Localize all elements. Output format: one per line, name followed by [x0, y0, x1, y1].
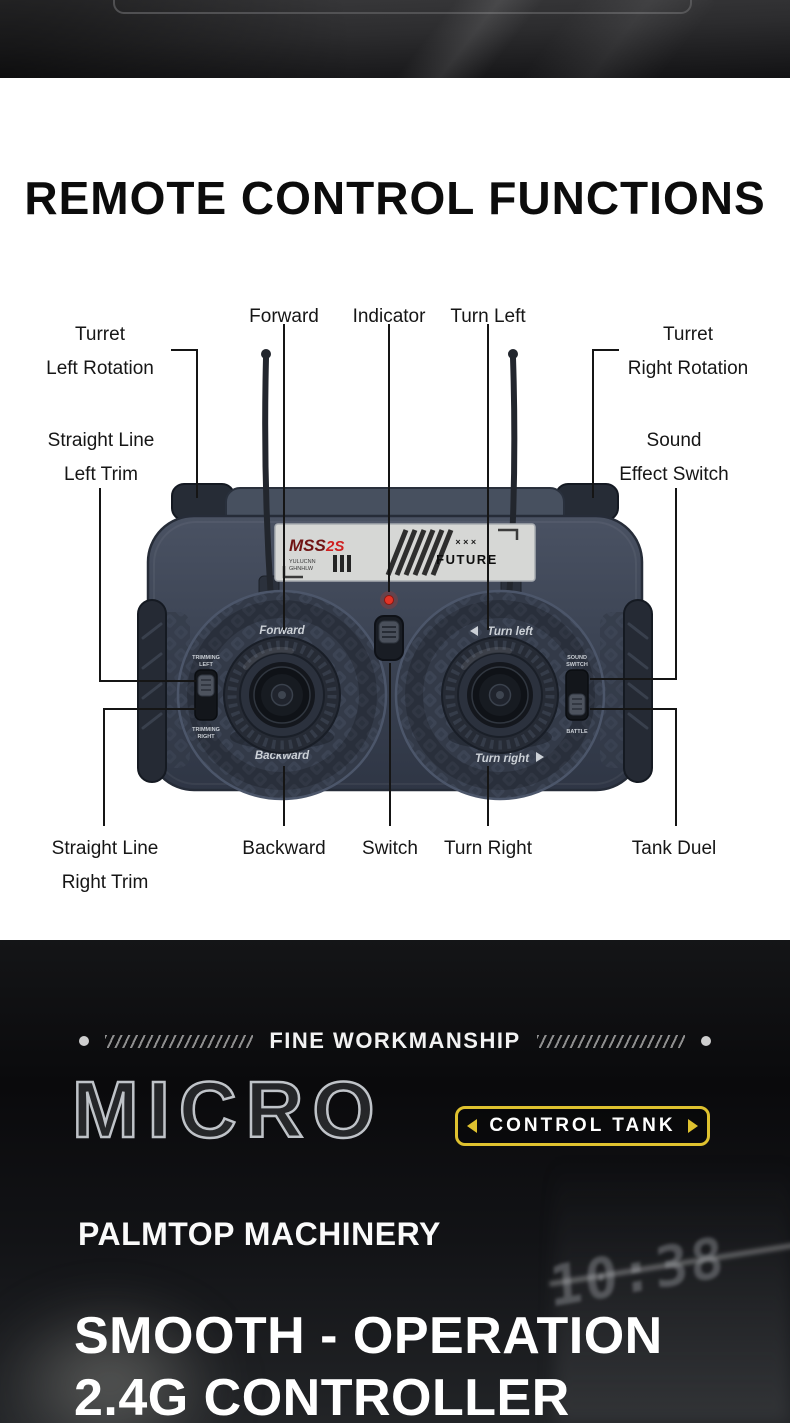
callout-label: Turret [75, 324, 125, 345]
bullet-dot-icon [700, 1036, 711, 1046]
tagline-row: FINE WORKMANSHIP [0, 1028, 790, 1054]
turn-left-arrow-icon [470, 626, 478, 636]
callout-label: Left Rotation [46, 358, 154, 379]
callout-label: Turret [663, 324, 713, 345]
callout-label: Straight Line [51, 838, 159, 859]
trim-left-label: LEFT [199, 662, 213, 668]
micro-outline-word: MICRO [71, 1065, 384, 1154]
remote-functions-section: REMOTE CONTROL FUNCTIONS [0, 78, 790, 940]
badge-arrow-left-icon [467, 1119, 477, 1133]
corner-bracket-icon [498, 528, 519, 540]
callout-turn-left: Turn Left [450, 300, 525, 334]
control-tank-badge: CONTROL TANK [455, 1106, 710, 1146]
headline-line2: 2.4G CONTROLLER [74, 1369, 570, 1423]
callout-line-right-trim [103, 708, 196, 826]
panel-word: FUTURE [436, 552, 498, 567]
brand-logo: MSS [289, 536, 327, 555]
trim-left-label: TRIMMING [192, 655, 220, 661]
right-joystick [442, 637, 558, 753]
turn-right-arrow-icon [536, 752, 544, 762]
pad-forward-label: Forward [259, 625, 305, 637]
callout-backward: Backward [242, 832, 325, 866]
badge-text: CONTROL TANK [489, 1115, 676, 1136]
left-trim-switch [194, 669, 218, 721]
callout-straight-line-right-trim: Straight Line Right Trim [52, 832, 159, 900]
callout-sound-effect-switch: Sound Effect Switch [619, 424, 728, 492]
callout-label: Right Rotation [627, 358, 749, 379]
left-shoulder-button [171, 483, 235, 521]
pad-backward-label: Backward [255, 750, 310, 762]
trim-right-label: RIGHT [197, 734, 215, 740]
callout-label: Turn Right [444, 838, 532, 859]
callout-turret-left: Turret Left Rotation [46, 318, 154, 386]
callout-line-turret-left [171, 349, 198, 498]
callout-label: Effect Switch [619, 464, 729, 485]
hatch-decoration-left [105, 1034, 254, 1048]
callout-indicator: Indicator [353, 300, 426, 334]
panel-marks: ××× [455, 537, 478, 547]
callout-line-sound-effect [590, 488, 677, 680]
callout-label: Backward [242, 838, 326, 859]
promo-banner: 10:38 FINE WORKMANSHIP MICRO CONTROL TAN… [0, 940, 790, 1423]
callout-label: Turn Left [450, 306, 526, 327]
bar-mark-icon [347, 555, 351, 572]
pad-turn-left-label: Turn left [487, 626, 534, 638]
background-box [555, 1160, 790, 1423]
callout-label: Tank Duel [631, 838, 717, 859]
callout-label: Right Trim [61, 872, 149, 893]
callout-label: Switch [362, 838, 418, 859]
hazard-stripes-icon [385, 529, 454, 576]
bar-mark-icon [333, 555, 337, 572]
callout-label: Sound [646, 430, 702, 451]
callout-label: Forward [249, 306, 319, 327]
indicator-light [384, 595, 394, 605]
bar-mark-icon [340, 555, 344, 572]
sound-effect-switch [565, 669, 589, 721]
top-banner [0, 0, 790, 78]
hatch-decoration-right [536, 1034, 685, 1048]
pad-turn-right-label: Turn right [475, 753, 530, 765]
right-grip [623, 599, 653, 783]
callout-line-left-trim [99, 488, 196, 682]
brand-logo-suffix: 2S [325, 538, 344, 555]
callout-straight-line-left-trim: Straight Line Left Trim [48, 424, 155, 492]
callout-switch: Switch [362, 832, 418, 866]
callout-turret-right: Turret Right Rotation [628, 318, 748, 386]
maker-text: YULUCNN [289, 559, 316, 565]
power-slider-switch [374, 615, 404, 661]
sound-switch-label: SWITCH [566, 662, 588, 668]
callout-lines [99, 324, 677, 826]
card-edge-decoration [113, 0, 692, 14]
headline-line1: SMOOTH - OPERATION [74, 1307, 663, 1365]
left-grip [137, 599, 167, 783]
callout-forward: Forward [249, 300, 319, 334]
callout-label: Straight Line [47, 430, 155, 451]
callout-tank-duel: Tank Duel [632, 832, 717, 866]
callout-label: Indicator [352, 306, 426, 327]
trim-right-label: TRIMMING [192, 727, 220, 733]
left-joystick [224, 637, 340, 753]
sound-switch-label: SOUND [567, 655, 587, 661]
section-title: REMOTE CONTROL FUNCTIONS [24, 172, 766, 224]
maker-text: GHNHLW [289, 566, 314, 572]
callout-line-tank-duel [590, 708, 677, 826]
callout-line-turret-right [592, 349, 619, 498]
controller-illustration: Forward Backward Turn left Turn right TR… [99, 324, 677, 826]
tagline-text: FINE WORKMANSHIP [269, 1028, 521, 1053]
right-shoulder-button [555, 483, 619, 521]
subtitle: PALMTOP MACHINERY [78, 1216, 441, 1252]
bullet-dot-icon [79, 1036, 90, 1046]
branding-panel: MSS 2S YULUCNN GHNHLW ××× FUTURE [274, 523, 536, 582]
callout-label: Left Trim [64, 464, 138, 485]
battle-label: BATTLE [566, 729, 588, 735]
callout-turn-right: Turn Right [444, 832, 532, 866]
badge-arrow-right-icon [687, 1119, 698, 1133]
